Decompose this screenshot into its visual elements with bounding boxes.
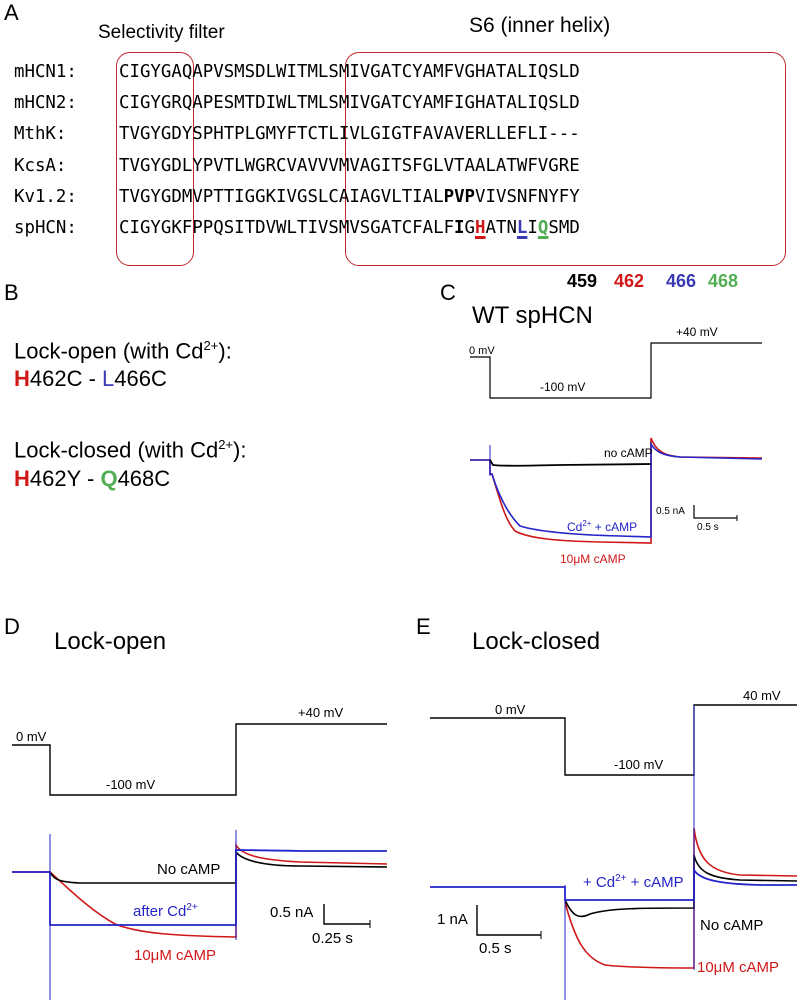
residue-number-466: 466 xyxy=(666,271,697,291)
panel-label-c: C xyxy=(440,280,456,305)
seq-text-kv12: TVGYGDMVPTTIGGKIVGSLCAIAGVLTIALPVPVIVSNF… xyxy=(119,187,580,207)
panel-label-e: E xyxy=(416,614,431,639)
panel-e-trace-camp xyxy=(564,827,798,969)
panel-e-scale-bar xyxy=(476,905,541,936)
s6-box xyxy=(345,52,786,266)
residue-number-468: 468 xyxy=(708,271,739,291)
panel-label-a: A xyxy=(4,0,19,25)
selectivity-filter-box xyxy=(116,52,194,266)
panel-e-label-camp: 10μM cAMP xyxy=(697,959,779,976)
panel-d-trace-cd xyxy=(12,849,387,926)
panel-e-trace-cd xyxy=(430,866,797,901)
panel-c-v-step: -100 mV xyxy=(540,380,585,394)
panel-e-trace-nocamp xyxy=(564,854,798,918)
seq-text-kcsa: TVGYGDLYPVTLWGRCVAVVVMVAGITSFGLVTAALATWF… xyxy=(119,156,580,176)
panel-d-label-cd: after Cd2+ xyxy=(133,902,198,920)
lock-open-mutations: H462C - L466C xyxy=(14,366,167,391)
panel-c-label-cd: Cd2+ + cAMP xyxy=(567,519,637,534)
panel-c-label-nocamp: no cAMP xyxy=(604,446,653,460)
panel-e-v-step: -100 mV xyxy=(614,757,663,772)
panel-d-v-step: -100 mV xyxy=(106,777,155,792)
panel-label-d: D xyxy=(4,614,20,639)
panel-c-v-hold: 0 mV xyxy=(469,345,495,357)
panel-d-v-tail: +40 mV xyxy=(298,705,343,720)
residue-number-459: 459 xyxy=(567,271,598,291)
panel-e-v-hold: 0 mV xyxy=(495,702,526,717)
panel-c-scale-x: 0.5 s xyxy=(697,522,719,533)
panel-d-scale-x: 0.25 s xyxy=(312,930,353,947)
panel-e-v-tail: 40 mV xyxy=(743,688,781,703)
seq-text-sphcn: CIGYGKFPPQSITDVWLTIVSMVSGATCFALFIGHATNLI… xyxy=(119,218,580,238)
seq-name-kv12: Kv1.2: xyxy=(14,187,77,207)
panel-d-scale-bar xyxy=(323,904,370,925)
panel-d-title: Lock-open xyxy=(54,628,167,655)
panel-c-scale-y: 0.5 nA xyxy=(656,506,685,517)
panel-e-label-cd: + Cd2+ + cAMP xyxy=(583,873,684,891)
seq-text-mhcn2: CIGYGRQAPESMTDIWLTMLSMIVGATCYAMFIGHATALI… xyxy=(119,93,580,113)
seq-text-mhcn1: CIGYGAQAPVSMSDLWITMLSMIVGATCYAMFVGHATALI… xyxy=(119,62,580,82)
seq-name-mthk: MthK: xyxy=(14,124,67,144)
panel-e-title: Lock-closed xyxy=(472,628,601,655)
lock-closed-title: Lock-closed (with Cd2+): xyxy=(14,437,247,463)
seq-name-sphcn: spHCN: xyxy=(14,218,77,238)
panel-d-voltage-protocol xyxy=(12,723,387,796)
panel-e-voltage-protocol xyxy=(430,704,797,776)
panel-d-trace-camp xyxy=(12,842,388,938)
seq-name-kcsa: KcsA: xyxy=(14,156,67,176)
panel-d-label-nocamp: No cAMP xyxy=(157,861,220,878)
panel-c-label-camp: 10μM cAMP xyxy=(560,552,626,566)
panel-d-scale-y: 0.5 nA xyxy=(270,904,313,921)
panel-e-scale-y: 1 nA xyxy=(437,911,468,928)
lock-closed-mutations: H462Y - Q468C xyxy=(14,466,171,491)
selectivity-filter-header: Selectivity filter xyxy=(98,22,225,43)
panel-label-b: B xyxy=(4,280,19,305)
seq-name-mhcn1: mHCN1: xyxy=(14,62,77,82)
panel-c-trace-nocamp xyxy=(489,459,652,467)
panel-c-trace-camp xyxy=(470,437,763,544)
seq-text-mthk: TVGYGDYSPHTPLGMYFTCTLIVLGIGTFAVAVERLLEFL… xyxy=(119,124,580,144)
panel-e-scale-x: 0.5 s xyxy=(479,940,512,957)
panel-c-v-tail: +40 mV xyxy=(676,325,718,339)
panel-c-title: WT spHCN xyxy=(472,302,593,329)
panel-d-v-hold: 0 mV xyxy=(16,729,47,744)
panel-d-label-camp: 10μM cAMP xyxy=(134,947,216,964)
lock-open-title: Lock-open (with Cd2+): xyxy=(14,338,232,364)
s6-header: S6 (inner helix) xyxy=(469,14,611,37)
panel-e-label-nocamp: No cAMP xyxy=(700,917,763,934)
seq-name-mhcn2: mHCN2: xyxy=(14,93,77,113)
residue-number-462: 462 xyxy=(614,271,645,291)
panel-c-voltage-protocol xyxy=(470,342,762,399)
panel-c-trace-cd xyxy=(470,440,763,538)
panel-c-scale-bar xyxy=(693,505,737,519)
